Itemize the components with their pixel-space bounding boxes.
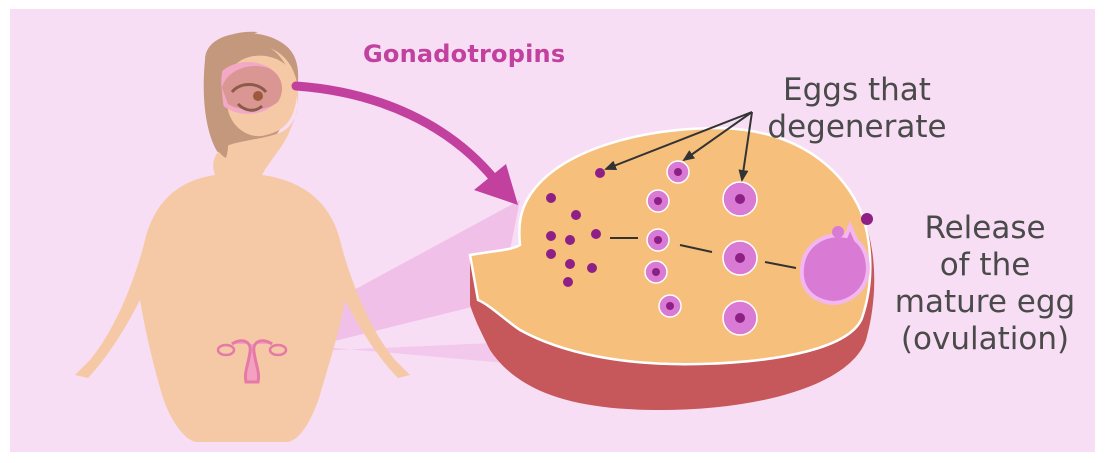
release-line-2: of the	[880, 247, 1090, 284]
degenerate-eggs-label: Eggs that degenerate	[742, 72, 972, 146]
ovulation-label: Release of the mature egg (ovulation)	[880, 210, 1090, 358]
gonadotropins-arrow	[296, 86, 495, 180]
degenerate-line-2: degenerate	[742, 109, 972, 146]
gonadotropins-label: Gonadotropins	[363, 40, 565, 68]
release-line-1: Release	[880, 210, 1090, 247]
release-line-3: mature egg	[880, 284, 1090, 321]
release-line-4: (ovulation)	[880, 321, 1090, 358]
degenerate-line-1: Eggs that	[742, 72, 972, 109]
released-egg	[861, 213, 873, 225]
